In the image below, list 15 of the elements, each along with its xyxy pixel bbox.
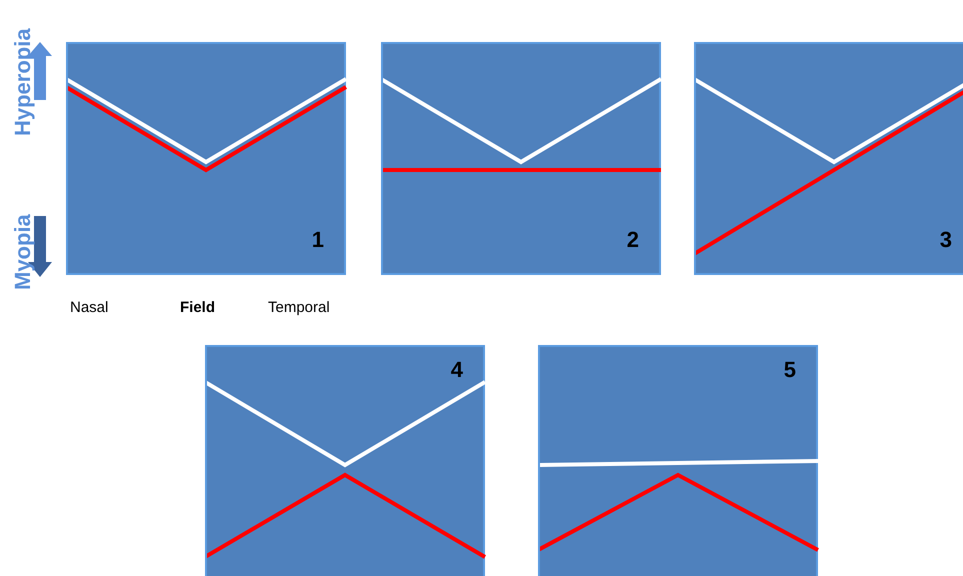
panel-number: 1 xyxy=(312,227,324,253)
panel-number: 4 xyxy=(450,357,463,383)
graph-panel xyxy=(381,42,661,275)
graph-panel xyxy=(205,345,485,576)
axis-label: Field xyxy=(180,299,216,316)
panel-number: 3 xyxy=(940,227,952,253)
graph-panel xyxy=(694,42,963,275)
axis-label: Myopia xyxy=(10,214,36,290)
graph-panel xyxy=(66,42,346,275)
axis-label: Hyperopia xyxy=(10,28,36,136)
axis-label: Temporal xyxy=(268,299,330,316)
axis-label: Nasal xyxy=(70,299,108,316)
graph-panel xyxy=(538,345,818,576)
panel-number: 2 xyxy=(626,227,639,253)
panel-number: 5 xyxy=(784,357,796,383)
